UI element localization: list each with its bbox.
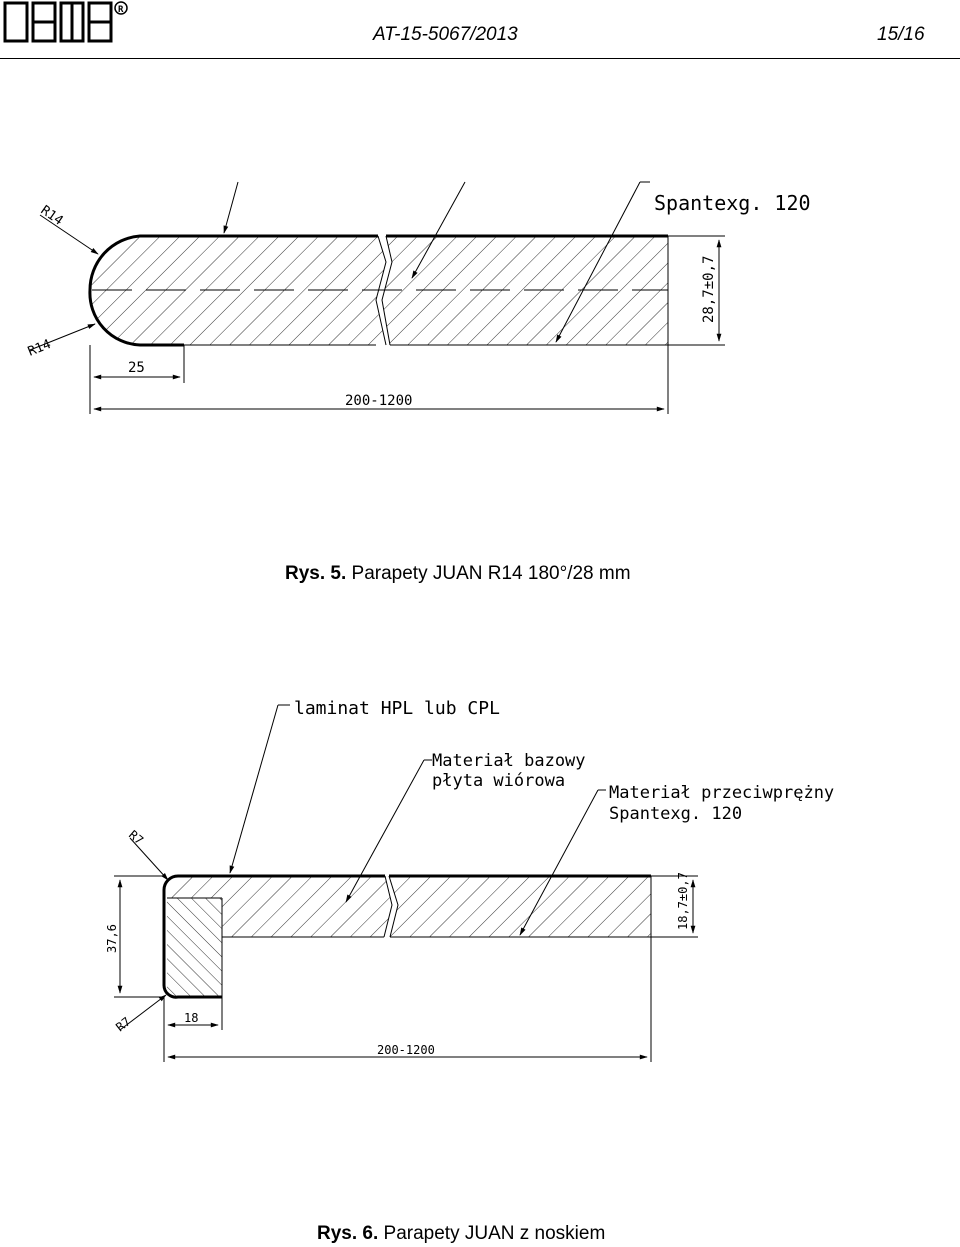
figure-5-drawing: Spantexg. 120 R14 R14 25 200-1200 28,7±0…: [26, 181, 811, 414]
fig6-counter-material-label: Materiał przeciwprężny: [609, 783, 834, 803]
figure-5-caption-label: Rys. 5.: [285, 563, 347, 584]
fig6-base-material-label: Materiał bazowy: [432, 751, 586, 771]
fig5-dim-length-label: 200-1200: [345, 393, 412, 409]
header-divider: [0, 58, 960, 59]
fig6-dim-height-label: 37,6: [105, 924, 119, 953]
figure-6-drawing: laminat HPL lub CPL Materiał bazowy płyt…: [105, 698, 834, 1062]
fig6-dim-thickness-label: 18,7±0,7: [676, 872, 690, 930]
fig6-laminate-label: laminat HPL lub CPL: [294, 698, 500, 719]
fig6-base-material-sub-label: płyta wiórowa: [432, 771, 565, 791]
fig6-counter-material-sub-label: Spantexg. 120: [609, 804, 742, 824]
fig6-dim-length-label: 200-1200: [377, 1043, 435, 1057]
fig6-radius-bottom-label: R7: [113, 1014, 133, 1034]
company-logo: R: [3, 1, 128, 43]
figure-6-caption-label: Rys. 6.: [317, 1223, 379, 1244]
page-number: 15/16: [877, 24, 925, 45]
figure-6-caption-text: Parapety JUAN z noskiem: [378, 1223, 606, 1244]
svg-text:R: R: [118, 5, 124, 15]
fig5-dim-thickness-label: 28,7±0,7: [701, 256, 717, 323]
fig5-radius-top-label: R14: [38, 203, 66, 229]
fig6-dim-small-label: 18: [184, 1011, 198, 1025]
fig5-counter-material-label: Spantexg. 120: [654, 191, 811, 215]
figure-5-caption-text: Parapety JUAN R14 180°/28 mm: [346, 563, 631, 584]
document-number: AT-15-5067/2013: [373, 24, 518, 45]
figure-6-caption: Rys. 6. Parapety JUAN z noskiem: [317, 1223, 605, 1245]
fig6-radius-top-label: R7: [126, 828, 146, 848]
fig5-dim-small-label: 25: [128, 360, 145, 376]
figure-5-caption: Rys. 5. Parapety JUAN R14 180°/28 mm: [285, 563, 631, 585]
fig5-radius-bottom-label: R14: [26, 337, 54, 360]
